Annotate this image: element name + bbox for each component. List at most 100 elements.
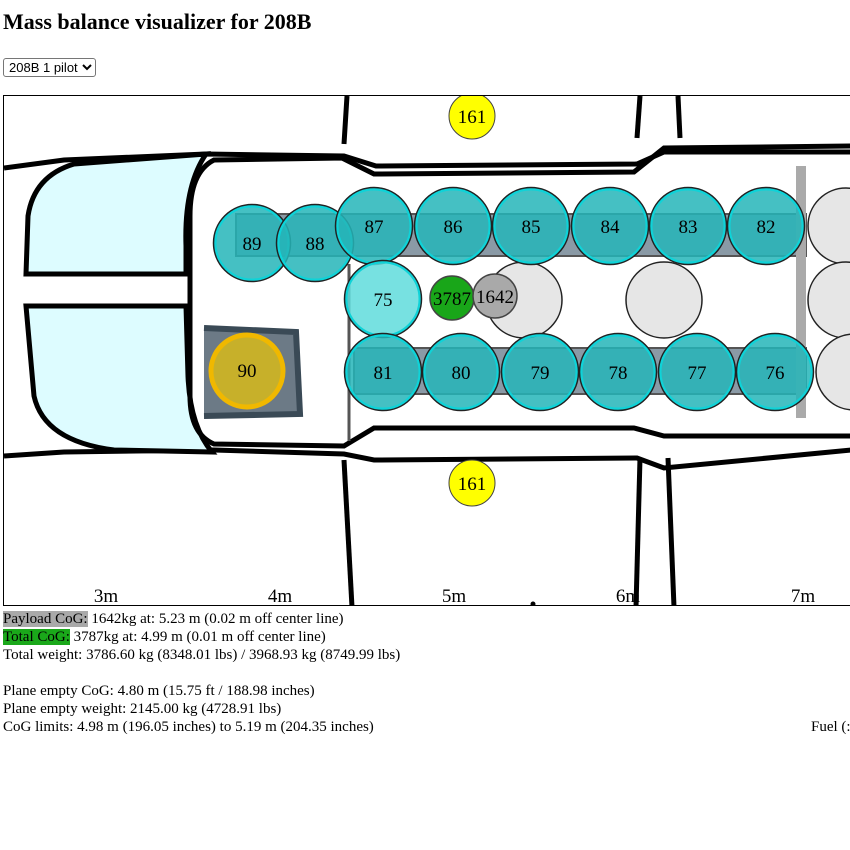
- payload-cog-marker: 1642: [472, 273, 518, 319]
- empty-weight: Plane empty weight: 2145.00 kg (4728.91 …: [3, 701, 282, 717]
- passenger-seat-outline: [491, 186, 571, 266]
- passenger-seat-circle[interactable]: [727, 187, 805, 265]
- passenger-seat-circle[interactable]: [736, 333, 814, 411]
- passenger-seat-value: 76: [766, 363, 785, 384]
- passenger-seat-value: 85: [522, 217, 541, 238]
- passenger-seat-outline: [735, 332, 815, 412]
- passenger-seat-circle[interactable]: [649, 187, 727, 265]
- passenger-seat[interactable]: 81: [343, 332, 423, 412]
- cabin-outline: [187, 143, 850, 449]
- empty-seat[interactable]: [807, 187, 850, 265]
- left-wing-rear-edge: [634, 96, 643, 139]
- fuel-tank-left[interactable]: 161: [448, 96, 496, 140]
- payload-cog-circle: [472, 273, 518, 319]
- scale-label: 5m: [442, 586, 467, 606]
- passenger-seat[interactable]: 84: [570, 186, 650, 266]
- right-wing-front-edge: [341, 459, 355, 605]
- passenger-seat-circle[interactable]: [414, 187, 492, 265]
- fuel-tank-left-circle[interactable]: [448, 96, 496, 140]
- cargo-partition: [796, 166, 806, 418]
- fuel-tank-left-value: 161: [458, 107, 487, 128]
- left-wing-front-edge: [341, 96, 350, 145]
- passenger-seat-value: 88: [306, 234, 325, 255]
- passenger-seat-value: 77: [688, 363, 707, 384]
- right-wing-rear-edge: [633, 457, 643, 605]
- empty-seat[interactable]: [815, 333, 850, 411]
- passenger-seat-value: 79: [531, 363, 550, 384]
- total-cog-marker: 3787: [429, 275, 475, 321]
- passenger-seat-circle[interactable]: [344, 333, 422, 411]
- payload-cog-value: 1642: [476, 287, 514, 308]
- passenger-seat-outline: [421, 332, 501, 412]
- passenger-seat-value: 86: [444, 217, 463, 238]
- passenger-seat-outline: [726, 186, 806, 266]
- fuel-tank-right[interactable]: 161: [448, 459, 496, 507]
- windscreen-bottom: [23, 303, 218, 455]
- total-cog-text: 3787kg at: 4.99 m (0.01 m off center lin…: [69, 629, 326, 645]
- fuel-label: Fuel (:: [811, 719, 850, 735]
- fuselage-bottom-outer: [4, 447, 850, 471]
- wing-outlines: [341, 96, 683, 605]
- passenger-seat-outline: [578, 332, 658, 412]
- passenger-seat[interactable]: 82: [726, 186, 806, 266]
- payload-cog-line: Payload CoG: 1642kg at: 5.23 m (0.02 m o…: [3, 610, 344, 628]
- fuel-tank-right-circle[interactable]: [448, 459, 496, 507]
- left-flap-edge: [675, 96, 683, 139]
- page-title: Mass balance visualizer for 208B: [3, 9, 312, 34]
- passenger-seat-value: 82: [757, 217, 776, 238]
- passenger-seat[interactable]: 79: [500, 332, 580, 412]
- passenger-seat[interactable]: 80: [421, 332, 501, 412]
- total-cog-value: 3787: [433, 289, 471, 310]
- cog-position-dot: [530, 601, 536, 605]
- passenger-seat-circle[interactable]: [579, 333, 657, 411]
- total-weight: Total weight: 3786.60 kg (8348.01 lbs) /…: [3, 647, 401, 663]
- passenger-seat-value: 81: [374, 363, 393, 384]
- empty-seat[interactable]: [625, 261, 703, 339]
- pilot-seat[interactable]: 90: [208, 332, 286, 410]
- passenger-seat-value: 75: [374, 290, 393, 311]
- empty-seat[interactable]: [807, 261, 850, 339]
- passenger-seat[interactable]: 85: [491, 186, 571, 266]
- passenger-seat[interactable]: 83: [648, 186, 728, 266]
- passenger-seat-value: 84: [601, 217, 621, 238]
- scale-label: 7m: [791, 586, 816, 606]
- passenger-seats-middle-row: 75: [343, 259, 423, 339]
- passenger-seat[interactable]: 75: [343, 259, 423, 339]
- right-flap-edge: [665, 457, 677, 605]
- passenger-seat-value: 89: [243, 234, 262, 255]
- passenger-seat-outline: [570, 186, 650, 266]
- passenger-seat[interactable]: 77: [657, 332, 737, 412]
- aircraft-select[interactable]: 208B 1 pilot: [3, 58, 96, 77]
- passenger-seat-value: 78: [609, 363, 628, 384]
- passenger-seat-outline: [648, 186, 728, 266]
- pilot-seat-value: 90: [238, 361, 257, 382]
- passenger-seat[interactable]: 88: [275, 203, 355, 283]
- empty-cog: Plane empty CoG: 4.80 m (15.75 ft / 188.…: [3, 683, 315, 699]
- windscreen-top: [23, 151, 212, 277]
- pilot-seat-circle[interactable]: [208, 332, 286, 410]
- passenger-seat-circle[interactable]: [658, 333, 736, 411]
- payload-cog-text: 1642kg at: 5.23 m (0.02 m off center lin…: [87, 611, 344, 627]
- total-cog-line: Total CoG: 3787kg at: 4.99 m (0.01 m off…: [3, 628, 326, 646]
- passenger-seat-circle[interactable]: [501, 333, 579, 411]
- passenger-seat-value: 80: [452, 363, 471, 384]
- passenger-seat-outline: [343, 332, 423, 412]
- distance-scale: 3m 4m 5m 6m 7m: [94, 586, 816, 606]
- passenger-seat[interactable]: 78: [578, 332, 658, 412]
- passenger-seat[interactable]: 86: [413, 186, 493, 266]
- scale-label: 3m: [94, 586, 119, 606]
- scale-label: 6m: [616, 586, 641, 606]
- total-cog-label: Total CoG:: [3, 629, 70, 645]
- fuel-tank-right-value: 161: [458, 474, 487, 495]
- passenger-seat[interactable]: 87: [334, 186, 414, 266]
- passenger-seat-circle[interactable]: [422, 333, 500, 411]
- passenger-seat-circle[interactable]: [571, 187, 649, 265]
- cog-limits: CoG limits: 4.98 m (196.05 inches) to 5.…: [3, 719, 374, 735]
- passenger-seat-outline: [413, 186, 493, 266]
- passenger-seat[interactable]: 76: [735, 332, 815, 412]
- scale-label: 4m: [268, 586, 293, 606]
- passenger-seat-outline: [500, 332, 580, 412]
- passenger-seat-circle[interactable]: [492, 187, 570, 265]
